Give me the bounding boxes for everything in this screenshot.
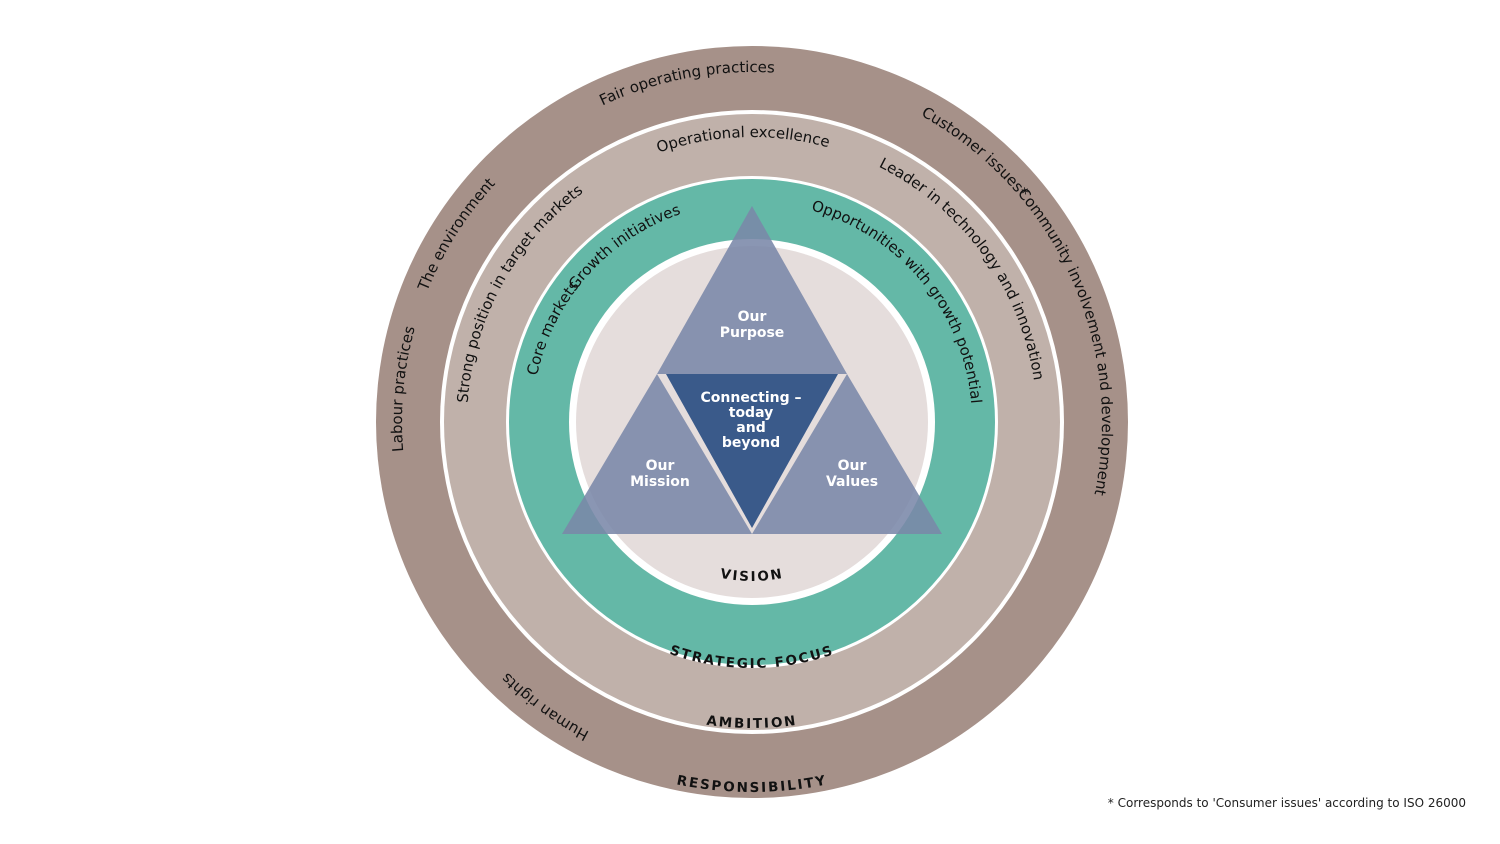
center-label-line4: beyond (722, 435, 780, 451)
center-label-line1: Connecting – (701, 390, 802, 406)
values-label-line1: Our (838, 458, 867, 474)
center-label-line3: and (736, 420, 765, 436)
mission-triangle (562, 374, 752, 534)
values-triangle (752, 374, 942, 534)
purpose-triangle (657, 206, 847, 374)
values-label-line2: Values (826, 474, 878, 490)
ambition-title: AMBITION (706, 713, 799, 732)
center-label-line2: today (729, 405, 773, 421)
center-triangle (666, 374, 838, 528)
mission-label-line1: Our (646, 458, 675, 474)
mission-label-line2: Mission (630, 474, 690, 490)
purpose-label-line2: Purpose (720, 325, 785, 341)
vision-title: VISION (719, 566, 785, 585)
responsibility-title: RESPONSIBILITY (675, 772, 828, 796)
footnote: * Corresponds to 'Consumer issues' accor… (1107, 796, 1466, 810)
purpose-label-line1: Our (738, 309, 767, 325)
